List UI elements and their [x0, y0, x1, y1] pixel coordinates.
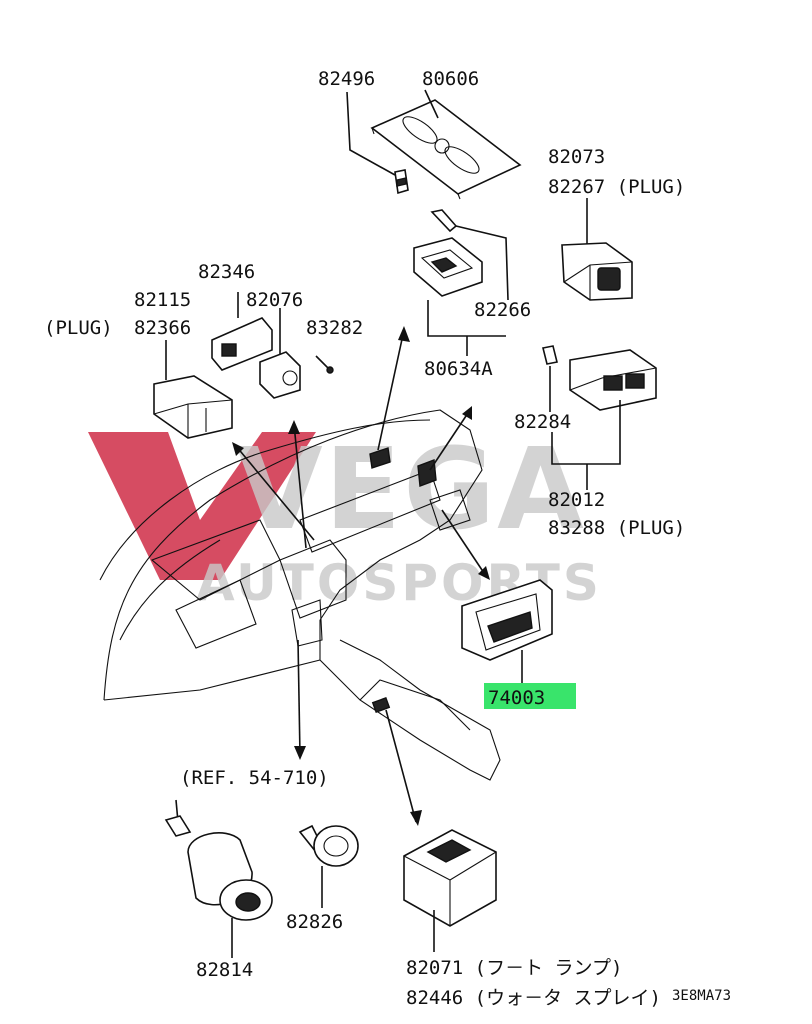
- label-82496: 82496: [318, 68, 375, 90]
- label-plug-left: (PLUG): [44, 317, 113, 339]
- arrows: [232, 326, 490, 826]
- part-83282-screw: [315, 355, 334, 374]
- label-82073: 82073: [548, 146, 605, 168]
- label-82266: 82266: [474, 299, 531, 321]
- label-ref-54-710: (REF. 54-710): [180, 767, 329, 789]
- part-82012-switch: [569, 349, 657, 411]
- label-82346: 82346: [198, 261, 255, 283]
- label-82446: 82446 (ウォ－タ スプレイ): [406, 987, 661, 1009]
- watermark-brand-text: VEGA: [236, 425, 586, 555]
- watermark-logo-chevron: [88, 432, 316, 580]
- part-ref-54-710-bulb: [164, 799, 192, 837]
- highlight-74003: [484, 683, 576, 709]
- part-82076-switch: [259, 351, 301, 399]
- label-80606: 80606: [422, 68, 479, 90]
- part-labels: 82496 80606 82073 82267 (PLUG) 82346 821…: [44, 68, 731, 1009]
- part-82814-socket: [187, 832, 273, 921]
- label-82115: 82115: [134, 289, 191, 311]
- label-82826: 82826: [286, 911, 343, 933]
- diagram-code: 3E8MA73: [672, 988, 731, 1004]
- part-80606-plate: [370, 99, 522, 200]
- part-74003-bezel: [461, 579, 553, 661]
- part-82366-plug: [153, 375, 233, 439]
- label-82076: 82076: [246, 289, 303, 311]
- part-82073-switch: [561, 242, 633, 301]
- part-82071-lamp-switch: [403, 829, 497, 927]
- label-83282: 83282: [306, 317, 363, 339]
- label-82012: 82012: [548, 489, 605, 511]
- dashboard-assembly: [99, 409, 501, 781]
- part-82496-clip: [394, 169, 409, 195]
- part-80634a-lamp: [413, 237, 483, 297]
- part-82346-switch: [211, 317, 273, 371]
- part-82826-grommet: [298, 824, 359, 867]
- label-82071: 82071 (フ－ト ランプ): [406, 957, 622, 979]
- label-82366: 82366: [134, 317, 191, 339]
- label-80634a: 80634A: [424, 358, 493, 380]
- part-82284-bulb: [542, 345, 558, 365]
- watermark: VEGA AUTOSPORTS: [88, 425, 599, 612]
- part-82266-bulb: [430, 209, 458, 233]
- label-82814: 82814: [196, 959, 253, 981]
- label-82267-plug: 82267 (PLUG): [548, 176, 685, 198]
- label-82284: 82284: [514, 411, 571, 433]
- label-74003: 74003: [488, 687, 545, 709]
- label-83288-plug: 83288 (PLUG): [548, 517, 685, 539]
